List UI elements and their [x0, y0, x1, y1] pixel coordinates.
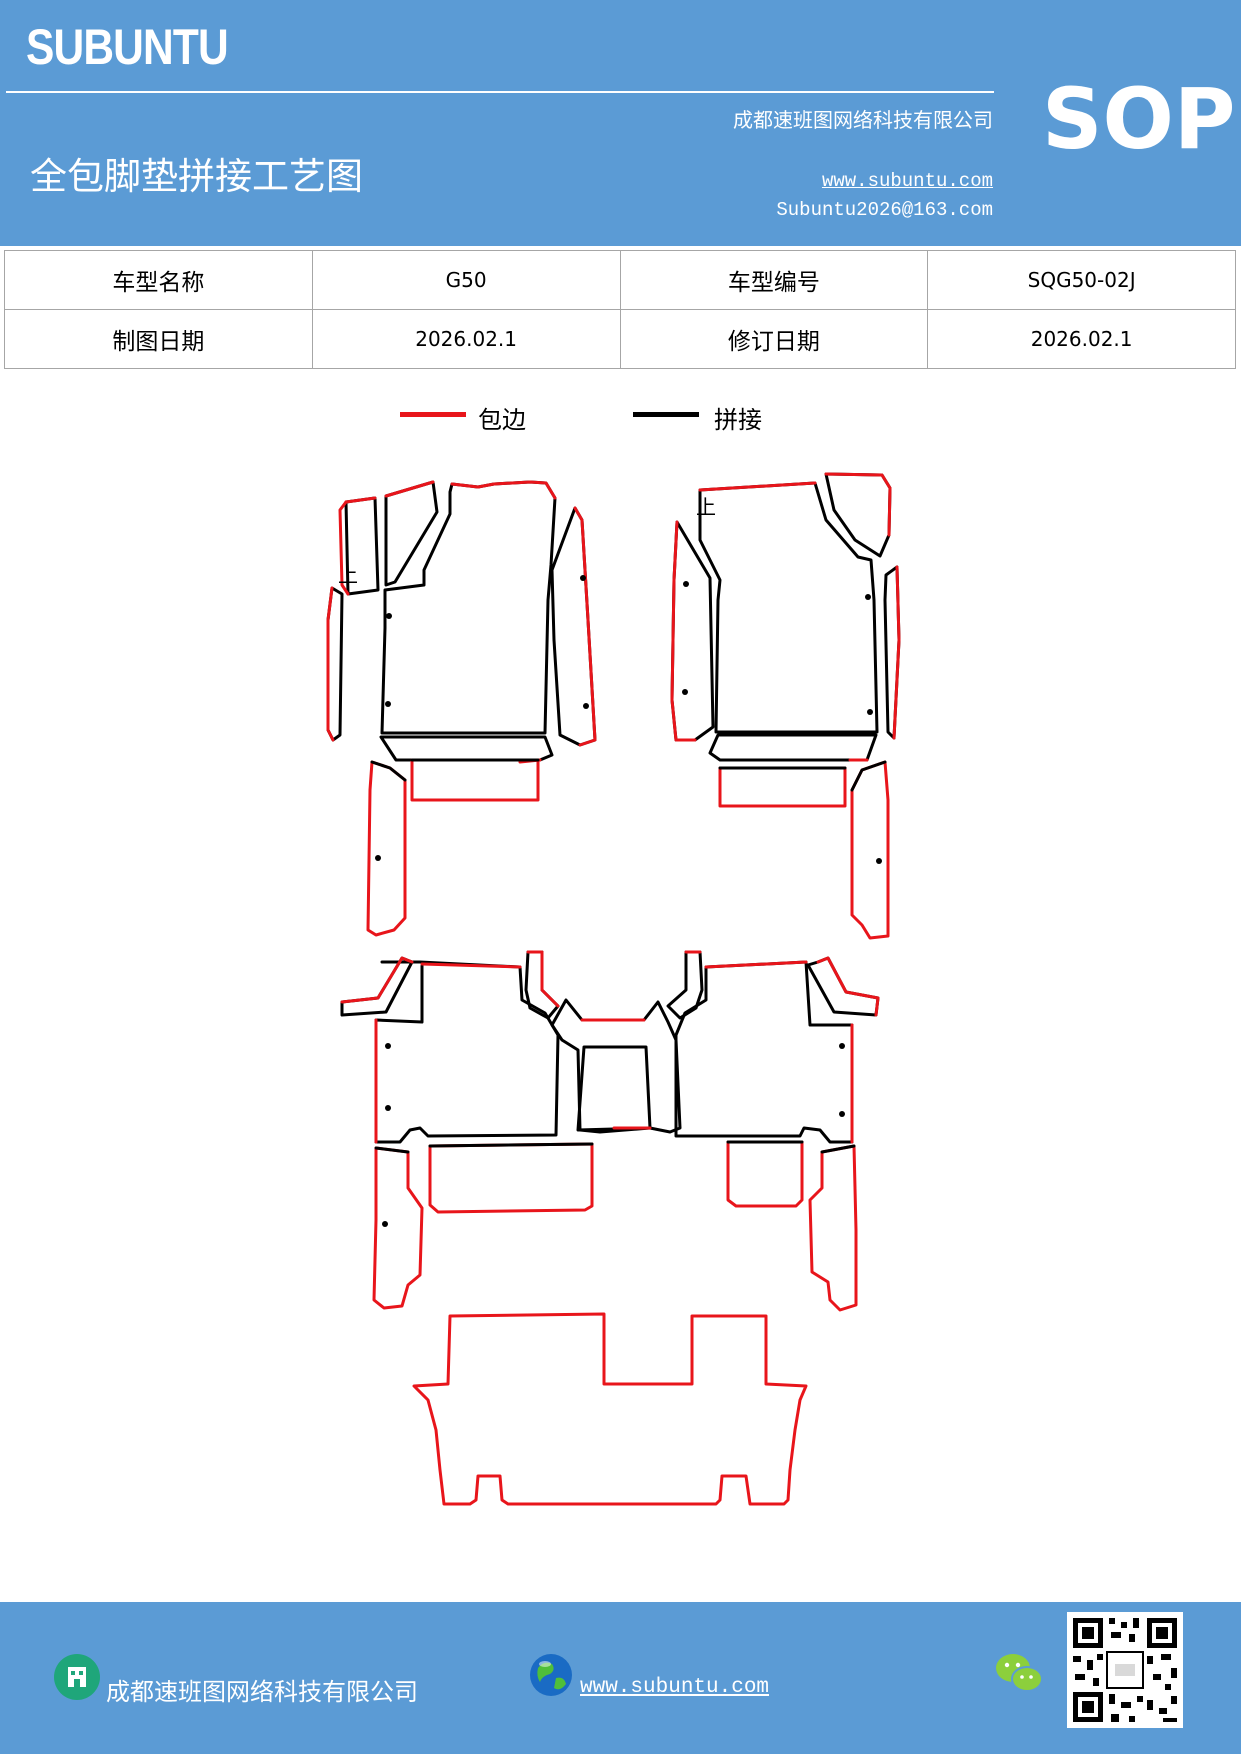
row2-right-door-strip [808, 1144, 858, 1312]
qr-code [1067, 1612, 1183, 1728]
row2-left-main [374, 960, 560, 1144]
row2-center-stub-left-red [526, 950, 560, 1008]
front-left-door-strip [366, 760, 407, 937]
row2-left-wing-red [340, 956, 414, 1004]
front-left-dot [386, 613, 392, 619]
front-right-door-strip [850, 760, 890, 940]
row2-dot [385, 1043, 391, 1049]
front-right-outer-strip-red [892, 565, 901, 740]
draw-date-value: 2026.02.1 [311, 309, 621, 369]
front-right-dot [683, 581, 689, 587]
row2-left-door-strip [372, 1146, 424, 1310]
revise-date-label: 修订日期 [619, 309, 929, 369]
website-link[interactable]: www.subuntu.com [821, 170, 993, 192]
front-left-wedge [384, 480, 439, 587]
row2-center-stub-right [666, 950, 704, 1020]
front-right-door-strip-black [850, 760, 887, 792]
front-right-dot [682, 689, 688, 695]
front-right-dot [865, 594, 871, 600]
front-right-left-strip-red [670, 520, 697, 742]
table-row: 车型名称 G50 车型编号 SQG50-02J [4, 250, 1236, 310]
wechat-icon [994, 1652, 1044, 1694]
front-right-heel-pad [718, 766, 847, 808]
up-marker-right: 上 [696, 495, 716, 519]
row2-left-main-top-red [420, 962, 522, 969]
row2-dot [382, 1221, 388, 1227]
building-icon [54, 1654, 100, 1700]
row2-left-heel-pad-top [428, 1142, 594, 1148]
front-left-outer-strip-red [326, 586, 335, 742]
row2-dot [385, 1105, 391, 1111]
front-left-sill [379, 735, 554, 762]
front-left-dot [580, 575, 586, 581]
front-right-corner-red [824, 472, 892, 537]
model-code-value: SQG50-02J [927, 250, 1236, 310]
legend-red-label: 包边 [478, 406, 526, 434]
row2-right-main-top-red [704, 960, 808, 969]
front-left-dot [385, 701, 391, 707]
front-right-dot [876, 858, 882, 864]
up-marker-left: 上 [338, 563, 358, 587]
legend: 包边 拼接 [0, 398, 1241, 438]
front-right-main-pad [698, 481, 879, 734]
front-right-sill [708, 733, 878, 762]
revise-date-value: 2026.02.1 [927, 309, 1236, 369]
front-left-dot [583, 703, 589, 709]
front-right-dot [867, 709, 873, 715]
row2-left-door-strip-black [374, 1146, 410, 1154]
front-left-right-strip-red [573, 506, 597, 747]
page-title: 全包脚垫拼接工艺图 [30, 155, 363, 198]
front-left-side-strip-red [344, 496, 377, 504]
globe-icon [528, 1652, 574, 1698]
model-name-value: G50 [311, 250, 621, 310]
row2-center-tunnel [550, 998, 682, 1134]
front-left-side-strip-left [338, 500, 350, 596]
row2-center-inner [576, 1045, 652, 1132]
company-name: 成都速班图网络科技有限公司 [733, 108, 993, 132]
header: SUBUNTU 成都速班图网络科技有限公司 全包脚垫拼接工艺图 www.subu… [0, 0, 1241, 246]
legend-red-line [400, 412, 466, 417]
info-table: 车型名称 G50 车型编号 SQG50-02J 制图日期 2026.02.1 修… [4, 250, 1236, 369]
row2-right-main [674, 960, 854, 1144]
brand-logo: SUBUNTU [26, 19, 229, 75]
header-divider [6, 91, 994, 93]
footer: 成都速班图网络科技有限公司 www.subuntu.com [0, 1602, 1241, 1754]
row2-right-heel-pad [726, 1140, 804, 1208]
front-left-main-pad [380, 480, 557, 735]
row2-left-heel-pad [428, 1142, 594, 1214]
front-left-wedge-red [384, 480, 435, 498]
front-left-heel-pad [410, 758, 540, 802]
footer-company-name: 成都速班图网络科技有限公司 [106, 1678, 418, 1706]
row2-dot [839, 1043, 845, 1049]
front-left-dot [375, 855, 381, 861]
row2-dot [839, 1111, 845, 1117]
sop-label: SOP [1042, 70, 1236, 168]
legend-black-label: 拼接 [714, 406, 762, 434]
row2-right-wing-red [816, 956, 880, 1017]
legend-black-line [633, 412, 699, 417]
mat-drawing: 上 上 [326, 472, 901, 1506]
row2-left-wing [340, 956, 414, 1017]
row2-right-door-strip-black [820, 1144, 856, 1154]
row3-rear-mat [412, 1312, 808, 1506]
email-address: Subuntu2026@163.com [776, 199, 993, 221]
front-right-corner [824, 472, 892, 558]
model-name-label: 车型名称 [4, 250, 313, 310]
front-left-main-pad-top-edge [450, 480, 557, 500]
footer-website-link[interactable]: www.subuntu.com [580, 1676, 770, 1699]
model-code-label: 车型编号 [619, 250, 929, 310]
front-left-door-strip-black [370, 760, 407, 782]
table-row: 制图日期 2026.02.1 修订日期 2026.02.1 [4, 309, 1236, 369]
front-right-main-pad-top [698, 481, 817, 492]
draw-date-label: 制图日期 [4, 309, 313, 369]
